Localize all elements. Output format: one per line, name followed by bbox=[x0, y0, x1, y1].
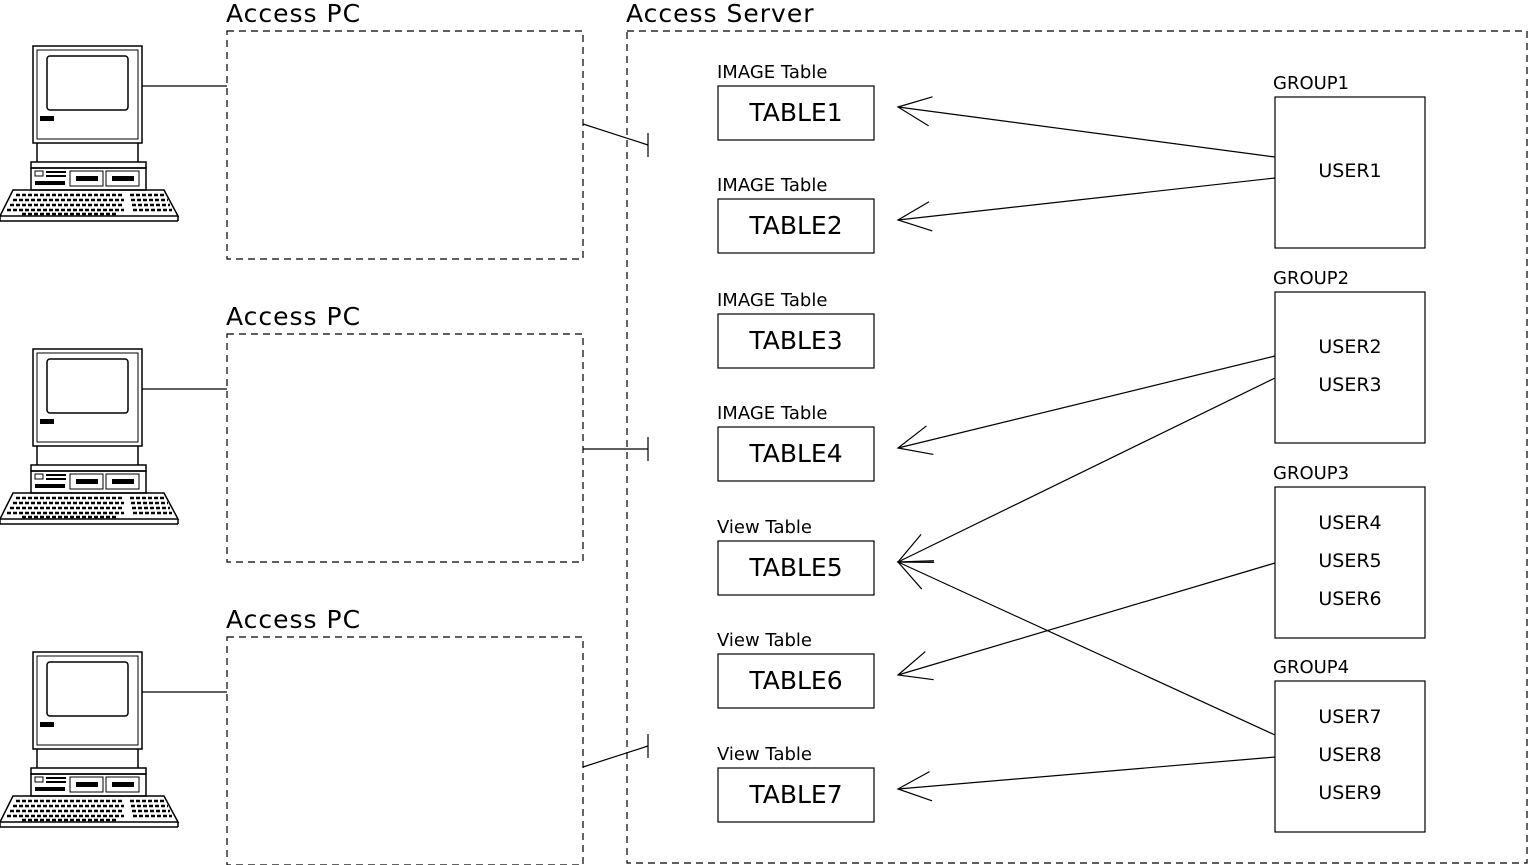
arrowhead bbox=[896, 561, 935, 590]
table-type-label: View Table bbox=[717, 517, 812, 538]
group-box bbox=[1274, 486, 1426, 639]
table-box bbox=[717, 313, 875, 369]
access-link-line bbox=[897, 177, 1276, 221]
access-server-box bbox=[626, 30, 1528, 864]
access-pc-label: Access PC bbox=[226, 0, 362, 28]
computer-icon bbox=[0, 650, 180, 829]
access-link-line bbox=[897, 355, 1276, 449]
table-type-label: IMAGE Table bbox=[717, 290, 828, 311]
user-label: USER2 bbox=[1318, 336, 1382, 358]
access-pc-label: Access PC bbox=[226, 605, 362, 634]
table-type-label: IMAGE Table bbox=[717, 403, 828, 424]
table-name: TABLE3 bbox=[749, 326, 843, 355]
access-link-line bbox=[897, 106, 1276, 158]
arrowhead bbox=[896, 651, 934, 681]
table-box bbox=[717, 198, 875, 254]
table-name: TABLE4 bbox=[749, 439, 843, 468]
group-box bbox=[1274, 680, 1426, 833]
access-server-label: Access Server bbox=[626, 0, 815, 28]
user-label: USER9 bbox=[1318, 782, 1382, 804]
user-label: USER6 bbox=[1318, 588, 1382, 610]
table-type-label: View Table bbox=[717, 630, 812, 651]
access-pc-box bbox=[226, 333, 584, 563]
user-label: USER4 bbox=[1318, 512, 1382, 534]
group-label: GROUP2 bbox=[1273, 268, 1350, 289]
access-link-line bbox=[897, 562, 1276, 676]
group-label: GROUP1 bbox=[1273, 73, 1350, 94]
user-label: USER5 bbox=[1318, 550, 1382, 572]
access-pc-box bbox=[226, 636, 584, 865]
access-link-line bbox=[897, 377, 1276, 563]
arrowhead bbox=[896, 771, 933, 802]
user-label: USER8 bbox=[1318, 744, 1382, 766]
table-type-label: IMAGE Table bbox=[717, 175, 828, 196]
access-link-line bbox=[897, 756, 1276, 790]
access-pc-box bbox=[226, 30, 584, 260]
arrowhead bbox=[896, 425, 934, 456]
network-link bbox=[582, 745, 649, 768]
group-label: GROUP3 bbox=[1273, 463, 1350, 484]
arrowhead bbox=[896, 201, 933, 232]
table-name: TABLE7 bbox=[749, 780, 843, 809]
user-label: USER7 bbox=[1318, 706, 1382, 728]
table-name: TABLE6 bbox=[749, 666, 843, 695]
table-box bbox=[717, 540, 875, 596]
group-label: GROUP4 bbox=[1273, 657, 1350, 678]
table-box bbox=[717, 653, 875, 709]
network-link bbox=[582, 123, 649, 146]
access-link-line bbox=[897, 561, 1276, 736]
user-label: USER3 bbox=[1318, 374, 1382, 396]
user-label: USER1 bbox=[1318, 160, 1382, 182]
table-name: TABLE2 bbox=[749, 211, 843, 240]
computer-icon bbox=[0, 347, 180, 526]
table-box bbox=[717, 767, 875, 823]
table-box bbox=[717, 426, 875, 482]
table-name: TABLE5 bbox=[749, 553, 843, 582]
arrowhead bbox=[896, 534, 934, 563]
table-type-label: IMAGE Table bbox=[717, 62, 828, 83]
table-box bbox=[717, 85, 875, 141]
access-pc-label: Access PC bbox=[226, 302, 362, 331]
group-box bbox=[1274, 291, 1426, 444]
table-name: TABLE1 bbox=[749, 98, 843, 127]
arrowhead bbox=[896, 96, 933, 127]
table-type-label: View Table bbox=[717, 744, 812, 765]
group-box bbox=[1274, 96, 1426, 249]
computer-icon bbox=[0, 44, 180, 223]
